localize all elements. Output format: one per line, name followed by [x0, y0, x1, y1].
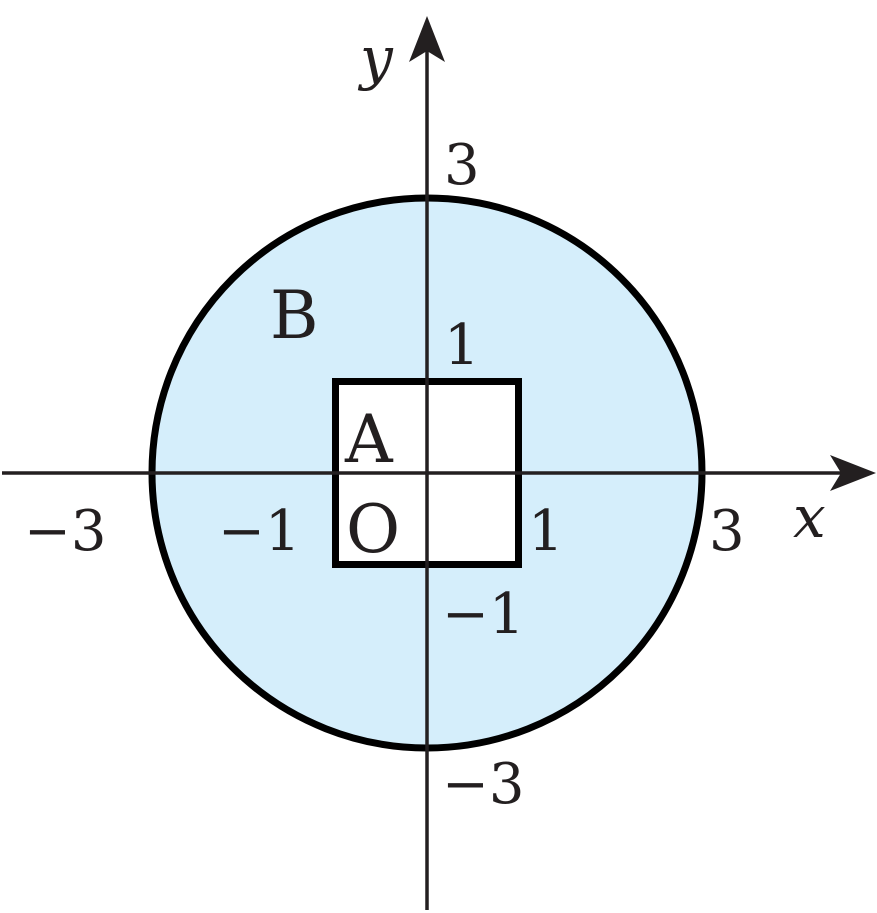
y-tick-label-neg3: −3	[442, 752, 525, 817]
x-tick-label-neg1: −1	[218, 499, 301, 564]
x-axis-arrow-icon	[830, 455, 876, 491]
x-tick-label-neg3: −3	[24, 499, 107, 564]
x-tick-label-3: 3	[709, 499, 745, 564]
region-b-label: B	[270, 277, 319, 354]
region-a-label: A	[344, 401, 394, 478]
x-axis-label: x	[793, 483, 826, 551]
y-tick-label-3: 3	[444, 133, 480, 198]
y-tick-label-1: 1	[444, 313, 480, 378]
origin-label: O	[346, 491, 400, 568]
y-axis-label: y	[357, 24, 394, 92]
y-axis-arrow-icon	[409, 16, 445, 62]
x-tick-label-1: 1	[528, 499, 564, 564]
y-tick-label-neg1: −1	[442, 582, 525, 647]
